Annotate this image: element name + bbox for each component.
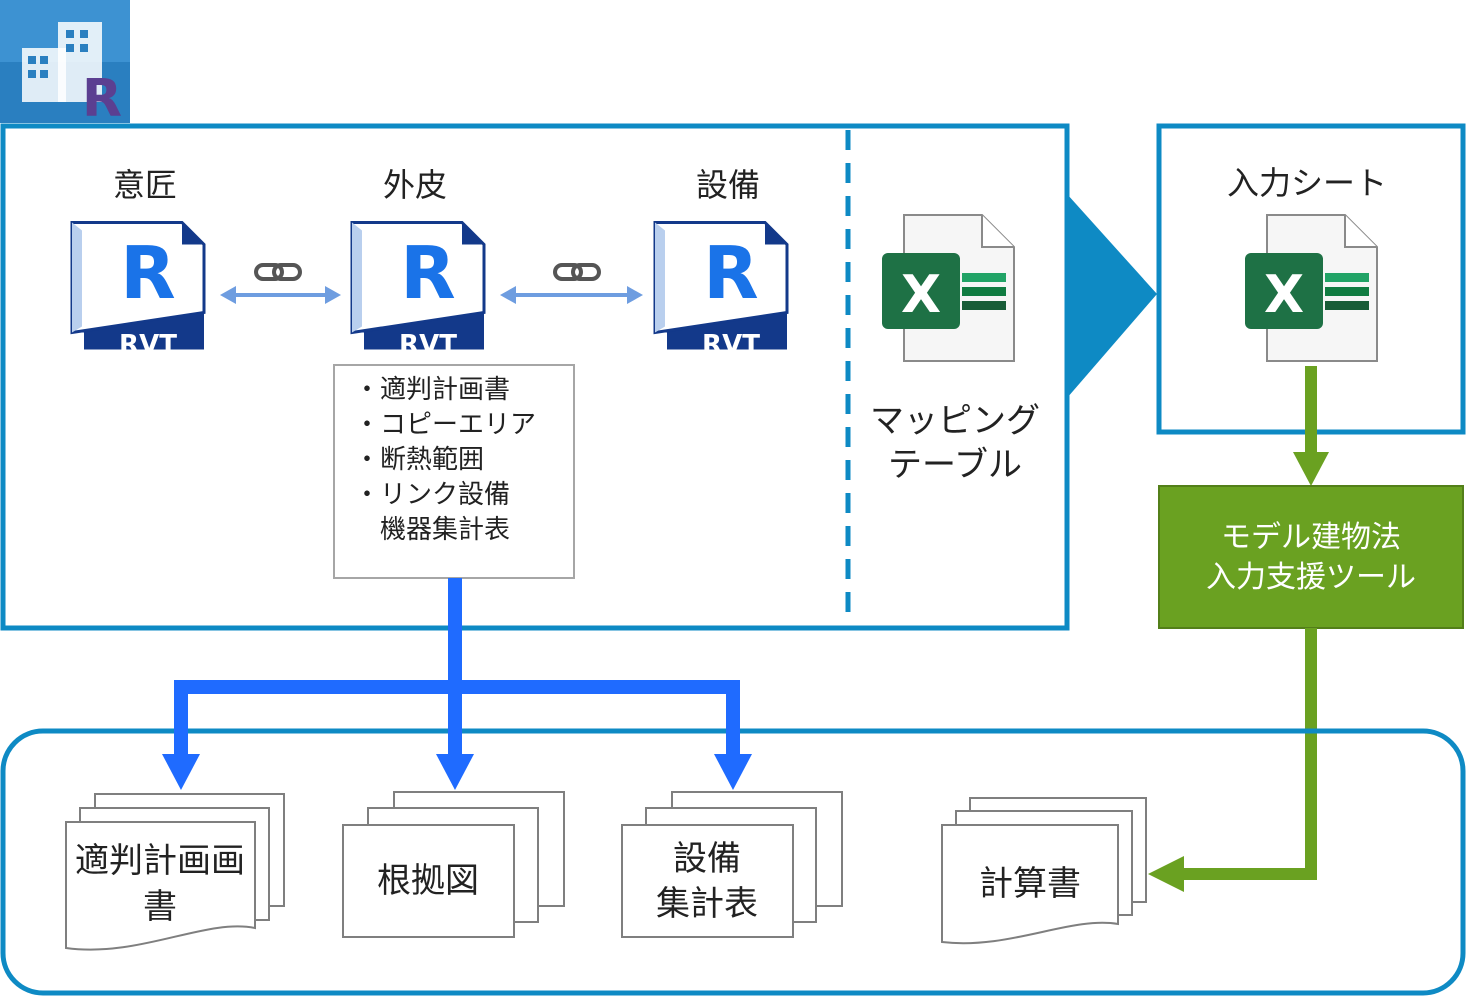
svg-text:RVT: RVT: [119, 330, 177, 360]
envelope-item: 機器集計表: [354, 515, 510, 545]
svg-text:R: R: [703, 231, 758, 315]
svg-text:書: 書: [143, 887, 177, 927]
excel-file-icon-mapping: X: [881, 214, 1015, 362]
excel-file-icon-input: X: [1244, 214, 1378, 362]
svg-text:X: X: [901, 265, 941, 325]
svg-text:根拠図: 根拠図: [377, 861, 479, 901]
model-label-envelope: 外皮: [383, 166, 447, 204]
svg-text:計算書: 計算書: [979, 864, 1081, 904]
support-tool-box: [1158, 485, 1464, 629]
link-arrow-design-envelope: [220, 286, 341, 304]
svg-text:X: X: [1264, 265, 1304, 325]
svg-text:設備: 設備: [673, 839, 741, 879]
output-doc-plan: 適判計画画 書: [65, 793, 285, 951]
output-doc-basis: 根拠図: [342, 791, 565, 938]
envelope-item: ・コピーエリア: [354, 410, 536, 440]
svg-text:R: R: [82, 69, 122, 129]
envelope-item: ・適判計画書: [354, 375, 510, 405]
flow-arrow-distribution: [162, 578, 752, 790]
rvt-file-icon-envelope: R RVT: [350, 220, 486, 360]
svg-text:R: R: [120, 231, 175, 315]
link-arrow-envelope-mep: [500, 286, 643, 304]
mapping-table-label: テーブル: [888, 445, 1022, 485]
svg-text:R: R: [400, 231, 455, 315]
envelope-item: ・断熱範囲: [354, 445, 484, 475]
mapping-table-label: マッピング: [870, 401, 1040, 441]
input-sheet-label: 入力シート: [1227, 164, 1387, 202]
support-tool-label: 入力支援ツール: [1206, 560, 1416, 595]
model-label-design: 意匠: [113, 166, 177, 204]
flow-arrow-to-calculation: [1148, 628, 1317, 892]
chain-link-icon: [254, 263, 302, 281]
svg-text:適判計画画: 適判計画画: [75, 841, 245, 881]
rvt-file-icon-mep: R RVT: [653, 220, 789, 360]
model-label-mep: 設備: [696, 166, 760, 204]
app-logo: R: [0, 0, 130, 129]
svg-text:集計表: 集計表: [656, 884, 758, 924]
support-tool-label: モデル建物法: [1221, 520, 1401, 555]
svg-text:RVT: RVT: [399, 330, 457, 360]
chain-link-icon: [553, 263, 601, 281]
svg-text:RVT: RVT: [702, 330, 760, 360]
export-arrow: [1067, 194, 1157, 398]
output-doc-equipment: 設備 集計表: [621, 791, 843, 938]
rvt-file-icon-design: R RVT: [70, 220, 206, 360]
envelope-item: ・リンク設備: [354, 480, 510, 510]
building-r-logo-icon: R: [22, 22, 122, 129]
flow-arrow-to-tool: [1293, 366, 1329, 486]
output-doc-calculation: 計算書: [941, 797, 1147, 945]
